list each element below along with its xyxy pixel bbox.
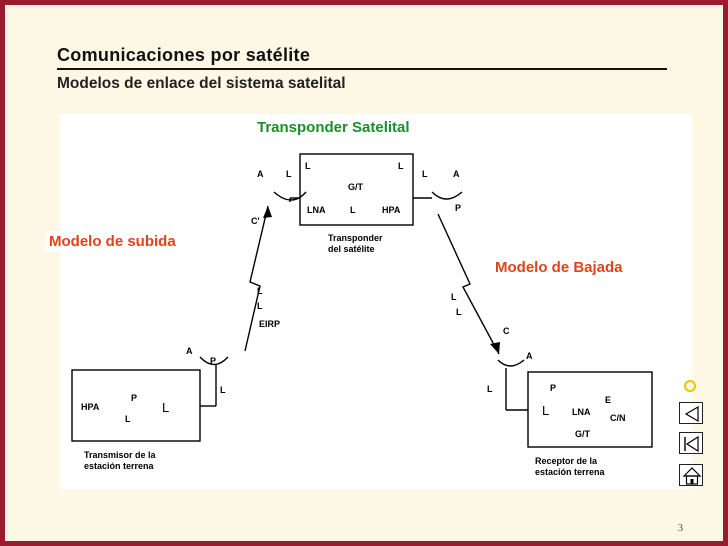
sat-caption-1: Transponder [328,233,383,243]
slide-title: Comunicaciones por satélite [57,45,311,65]
sat-lf-right-label: L [422,169,428,179]
uplink-eirp-label: EIRP [259,319,280,329]
earth-tx-pr-label: P [210,356,216,366]
earth-rx-antenna-icon [497,359,525,367]
sat-gte-label: G/T [348,182,364,192]
earth-rx-lb-label: L [542,403,549,418]
uplink-lu-label: L [257,301,263,311]
sat-hpa-label: HPA [382,205,401,215]
sat-lbo-label: L [350,205,356,215]
downlink-c-label: C [503,326,510,336]
downlink-lp-label: L [451,292,457,302]
home-icon [682,467,702,485]
earth-tx-caption-1: Transmisor de la [84,450,157,460]
uplink-lp-label: L [257,286,263,296]
sat-lb-right-label: L [398,161,404,171]
sat-lf-left-label: L [286,169,292,179]
first-page-icon [684,435,699,453]
earth-rx-pr-label: P [550,383,556,393]
sat-caption-2: del satélite [328,244,375,254]
earth-tx-lb-label: L [162,400,169,415]
nav-dot-icon[interactable] [684,380,696,392]
page-number: 3 [678,523,683,534]
transponder-satelital-label: Transponder Satelital [253,117,414,138]
earth-tx-lf-label: L [220,385,226,395]
sat-at-label: A [453,169,460,179]
earth-tx-antenna-icon [199,356,229,366]
earth-tx-hpa-label: HPA [81,402,100,412]
earth-rx-caption-1: Receptor de la [535,456,598,466]
slide: Comunicaciones por satélite Modelos de e… [5,5,723,541]
earth-tx-lbo-label: L [125,414,131,424]
uplink-arrowhead [263,206,272,218]
satellite-rx-antenna-icon [273,191,307,201]
earth-tx-pt-label: P [131,393,137,403]
triangle-left-icon [684,405,699,423]
modelo-subida-label: Modelo de subida [45,231,180,252]
nav-first-button[interactable] [679,432,703,454]
satellite-box [299,153,414,226]
downlink-ld-label: L [456,307,462,317]
earth-tx-caption-2: estación terrena [84,461,155,471]
uplink-path [244,205,269,352]
diagram-drawing: L L G/T LNA L HPA Transponder del satéli… [71,153,653,477]
sat-pt-label: P [455,203,461,213]
earth-rx-gte-label: G/T [575,429,591,439]
sat-c-prime-label: C' [251,216,260,226]
sat-ar-label: A [257,169,264,179]
earth-rx-lf-label: L [487,384,493,394]
satellite-tx-antenna-icon [431,191,463,200]
earth-tx-at-label: A [186,346,193,356]
earth-rx-lna-label: LNA [572,407,591,417]
title-underline [57,68,667,70]
downlink-arrowhead [490,342,500,354]
downlink-path [437,213,500,355]
link-model-diagram: L L G/T LNA L HPA Transponder del satéli… [60,114,692,489]
earth-rx-cn-label: C/N [610,413,626,423]
earth-rx-ebn0-label: E [605,395,611,405]
slide-subtitle: Modelos de enlace del sistema satelital [57,75,346,92]
nav-home-button[interactable] [679,464,703,486]
earth-rx-ar-label: A [526,351,533,361]
nav-previous-button[interactable] [679,402,703,424]
modelo-bajada-label: Modelo de Bajada [491,257,627,278]
sat-lna-label: LNA [307,205,326,215]
sat-lb-left-label: L [305,161,311,171]
earth-rx-caption-2: estación terrena [535,467,606,477]
